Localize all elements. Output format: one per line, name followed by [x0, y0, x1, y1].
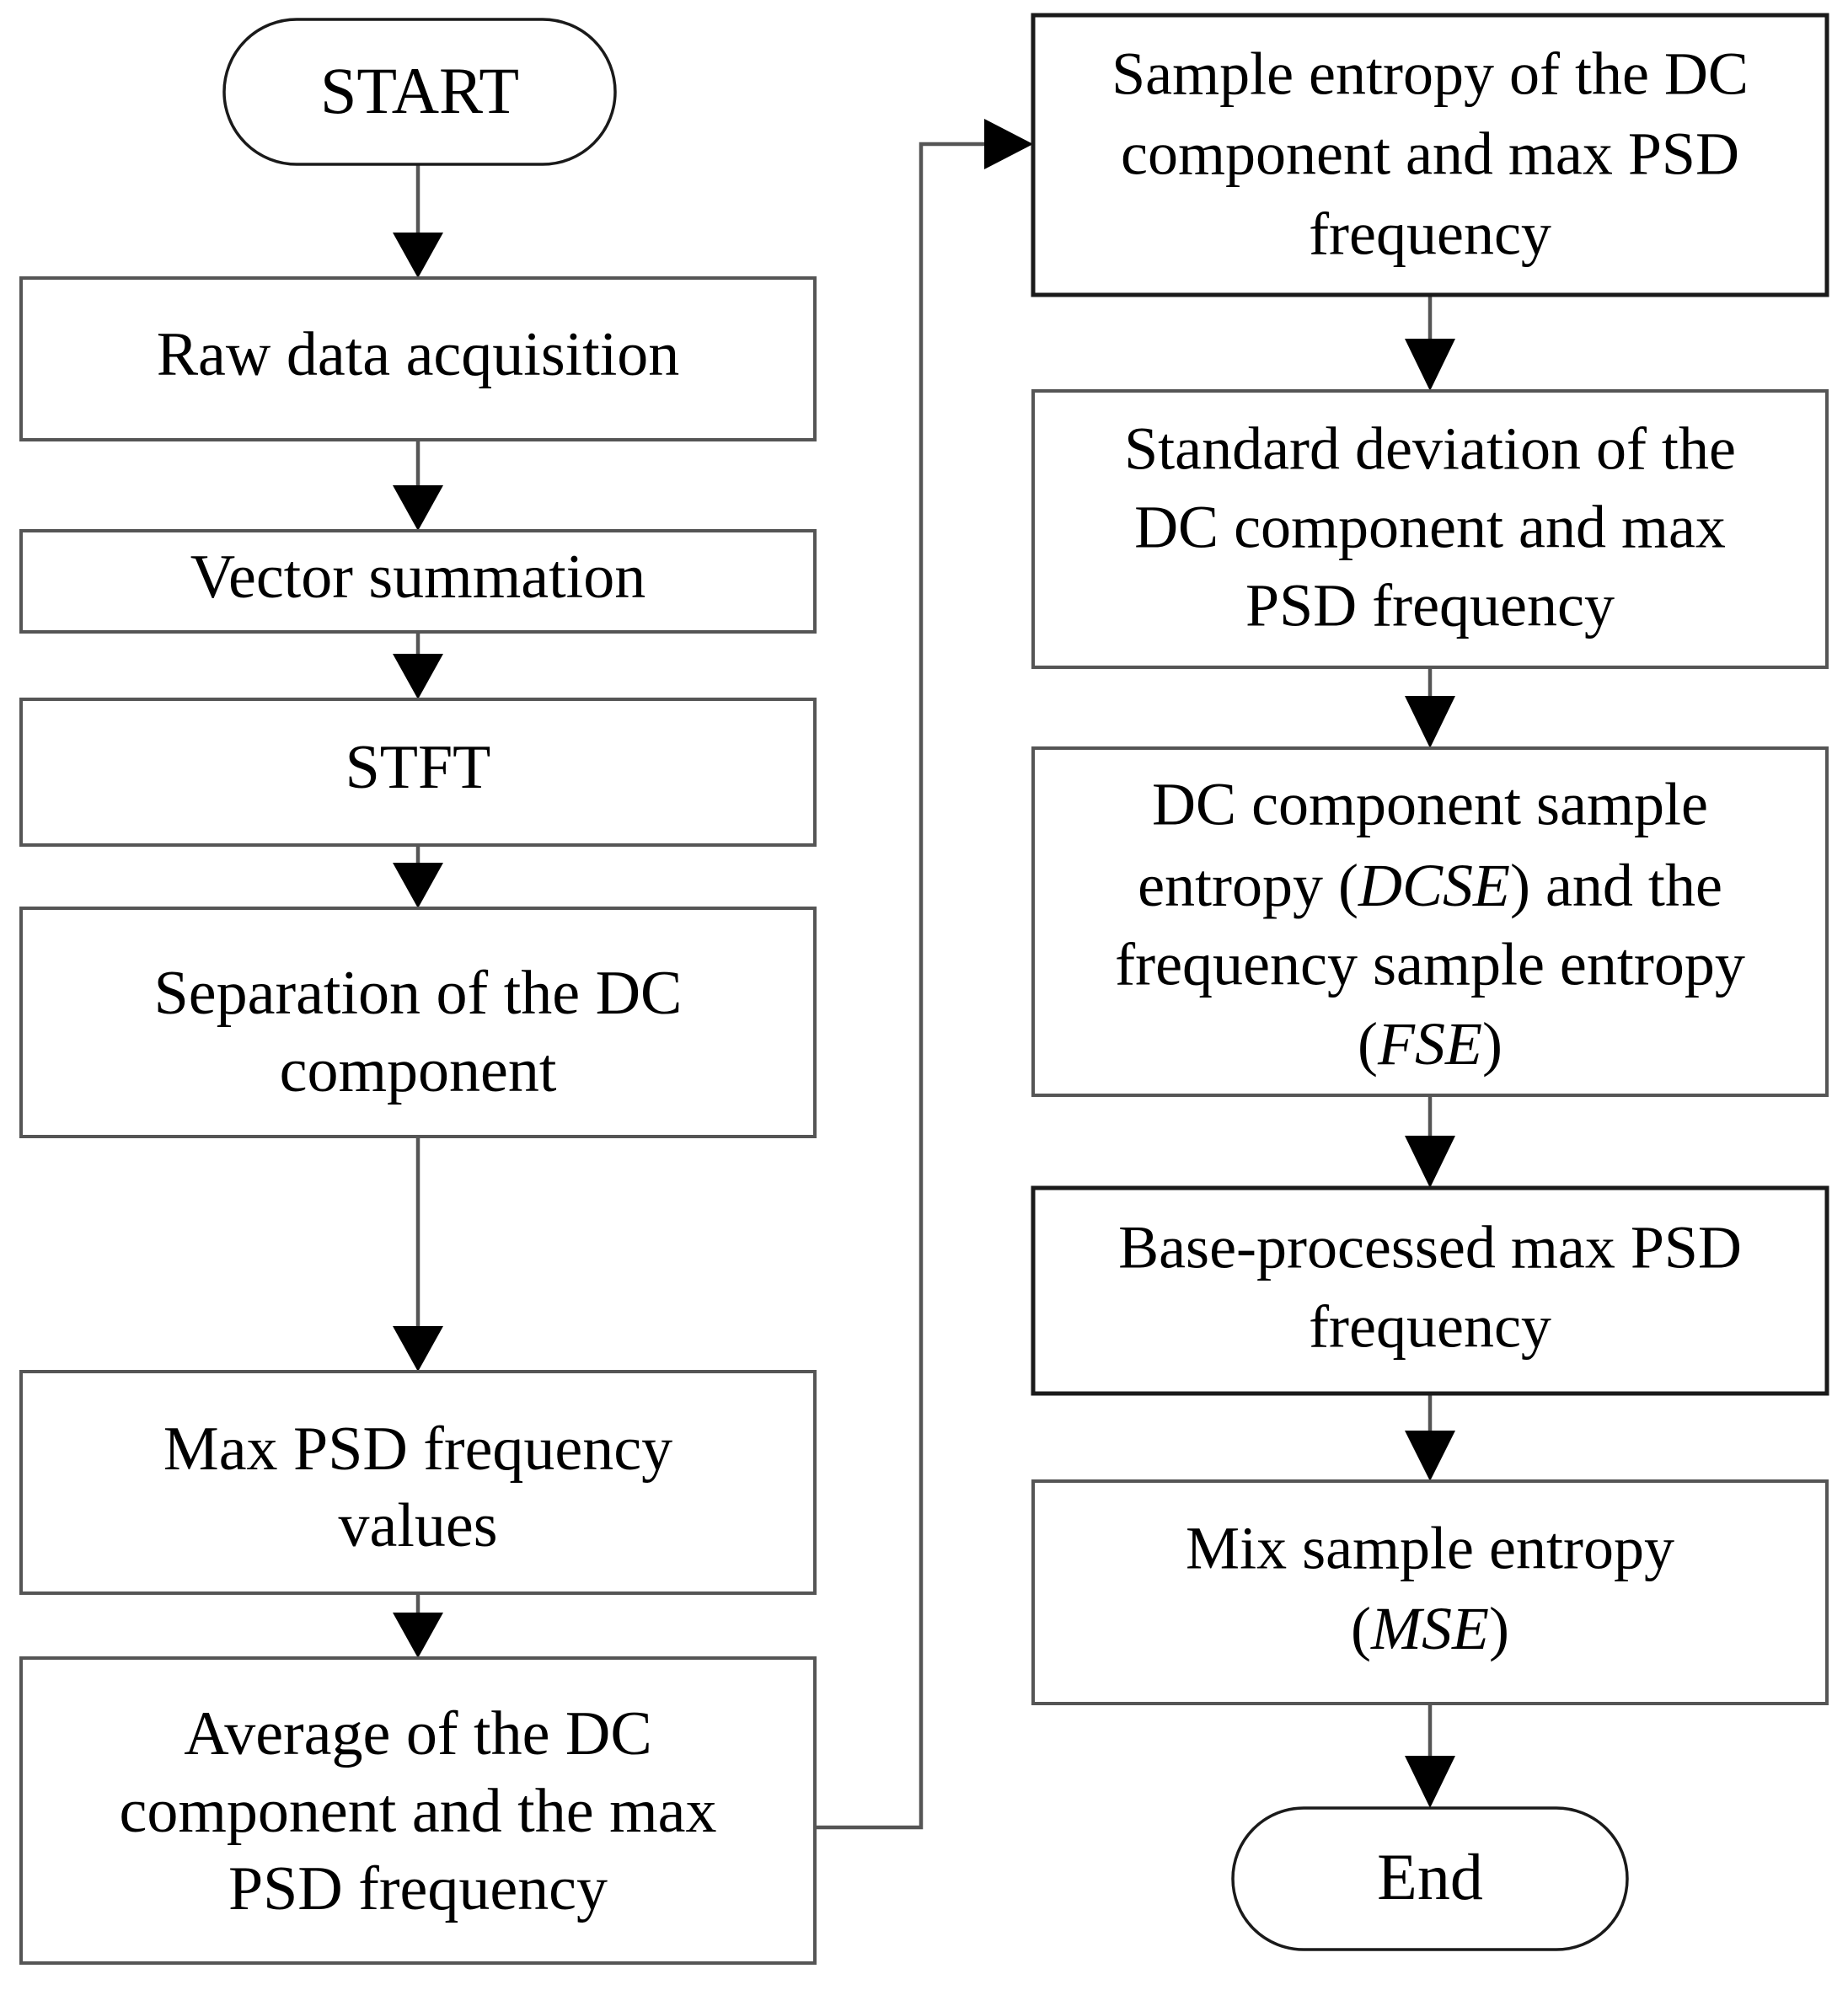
sample-entropy-line3: frequency: [1309, 201, 1551, 268]
dcse-acronym: DCSE: [1358, 852, 1510, 919]
dcse-fse-line2-suffix: ) and the: [1510, 852, 1722, 919]
max-psd-values-box: [19, 1370, 817, 1595]
max-psd-values-line1: Max PSD frequency: [163, 1415, 672, 1484]
fse-acronym: FSE: [1377, 1010, 1482, 1078]
max-psd-values-line2: values: [338, 1491, 497, 1560]
dcse-fse-box: [1031, 746, 1829, 1097]
end-terminator-shape: [1231, 1806, 1629, 1951]
edge-layer: [393, 119, 1455, 1830]
average-dc-line2: component and the max: [120, 1777, 717, 1846]
vector-summation-box: [19, 529, 817, 634]
edge-sepdc-to-maxpsd: [393, 1136, 443, 1372]
standard-deviation-box: [1031, 389, 1829, 669]
stft-box: [19, 698, 817, 847]
sample-entropy-box: [1031, 13, 1829, 297]
node-average-dc-and-max-psd[interactable]: Average of the DC component and the max …: [19, 1656, 817, 1965]
node-raw-data-acquisition[interactable]: Raw data acquisition: [19, 276, 817, 441]
dcse-fse-line3: frequency sample entropy: [1115, 931, 1745, 998]
edge-raw-to-vecsum: [393, 439, 443, 531]
fse-paren-open: (: [1358, 1010, 1378, 1078]
dcse-fse-line2-prefix: entropy (: [1138, 852, 1358, 919]
node-sample-entropy-dc-maxpsd[interactable]: Sample entropy of the DC component and m…: [1031, 13, 1829, 297]
standard-deviation-line3: PSD frequency: [1245, 572, 1615, 639]
separation-dc-box: [19, 907, 817, 1138]
raw-data-acquisition-box: [19, 276, 817, 441]
node-end[interactable]: End: [1231, 1806, 1629, 1951]
node-separation-of-dc-component[interactable]: Separation of the DC component: [19, 907, 817, 1138]
average-dc-line1: Average of the DC: [184, 1699, 651, 1768]
mse-acronym: MSE: [1370, 1595, 1489, 1662]
separation-dc-line2: component: [280, 1036, 557, 1105]
mix-sample-entropy-line1: Mix sample entropy: [1186, 1515, 1674, 1582]
mix-sample-entropy-box: [1031, 1479, 1829, 1705]
edge-vecsum-to-stft: [393, 631, 443, 699]
average-dc-box: [19, 1656, 817, 1965]
edge-maxpsd-to-avgdc: [393, 1593, 443, 1658]
edge-dcsefse-to-baseproc: [1405, 1095, 1455, 1188]
raw-data-acquisition-label: Raw data acquisition: [157, 320, 680, 389]
separation-dc-line1: Separation of the DC: [154, 959, 683, 1028]
start-label: START: [320, 54, 519, 127]
mix-sample-entropy-line2: (MSE): [1351, 1595, 1509, 1662]
mse-paren-open: (: [1351, 1595, 1371, 1662]
base-processed-line2: frequency: [1309, 1293, 1551, 1361]
node-dcse-and-fse[interactable]: DC component sample entropy (DCSE) and t…: [1031, 746, 1829, 1097]
sample-entropy-line1: Sample entropy of the DC: [1111, 40, 1749, 108]
node-start[interactable]: START: [222, 18, 617, 166]
node-base-processed-max-psd[interactable]: Base-processed max PSD frequency: [1031, 1185, 1829, 1396]
edge-baseproc-to-mixent: [1405, 1394, 1455, 1481]
edge-mixent-to-end: [1405, 1704, 1455, 1808]
dcse-fse-line4: (FSE): [1358, 1010, 1503, 1078]
vector-summation-label: Vector summation: [190, 543, 646, 612]
base-processed-box: [1031, 1185, 1829, 1396]
end-label: End: [1377, 1840, 1483, 1913]
standard-deviation-line2: DC component and max: [1134, 494, 1726, 561]
sample-entropy-line2: component and max PSD: [1121, 120, 1739, 188]
stft-label: STFT: [345, 733, 491, 802]
node-stft[interactable]: STFT: [19, 698, 817, 847]
node-mix-sample-entropy[interactable]: Mix sample entropy (MSE): [1031, 1479, 1829, 1705]
node-standard-deviation-dc-maxpsd[interactable]: Standard deviation of the DC component a…: [1031, 389, 1829, 669]
mse-paren-close: ): [1489, 1595, 1509, 1662]
standard-deviation-line1: Standard deviation of the: [1124, 415, 1736, 483]
fse-paren-close: ): [1482, 1010, 1503, 1078]
average-dc-line3: PSD frequency: [228, 1854, 608, 1923]
edge-start-to-raw: [393, 165, 443, 278]
node-vector-summation[interactable]: Vector summation: [19, 529, 817, 634]
edge-stft-to-sepdc: [393, 844, 443, 908]
base-processed-line1: Base-processed max PSD: [1118, 1214, 1742, 1281]
edge-sampent-to-stddev: [1405, 295, 1455, 391]
dcse-fse-line2: entropy (DCSE) and the: [1138, 852, 1722, 919]
start-terminator-shape: [222, 18, 617, 166]
edge-stddev-to-dcsefse: [1405, 667, 1455, 748]
dcse-fse-line1: DC component sample: [1152, 771, 1708, 838]
edge-avgdc-to-sampent: [816, 119, 1033, 1830]
node-max-psd-frequency-values[interactable]: Max PSD frequency values: [19, 1370, 817, 1595]
